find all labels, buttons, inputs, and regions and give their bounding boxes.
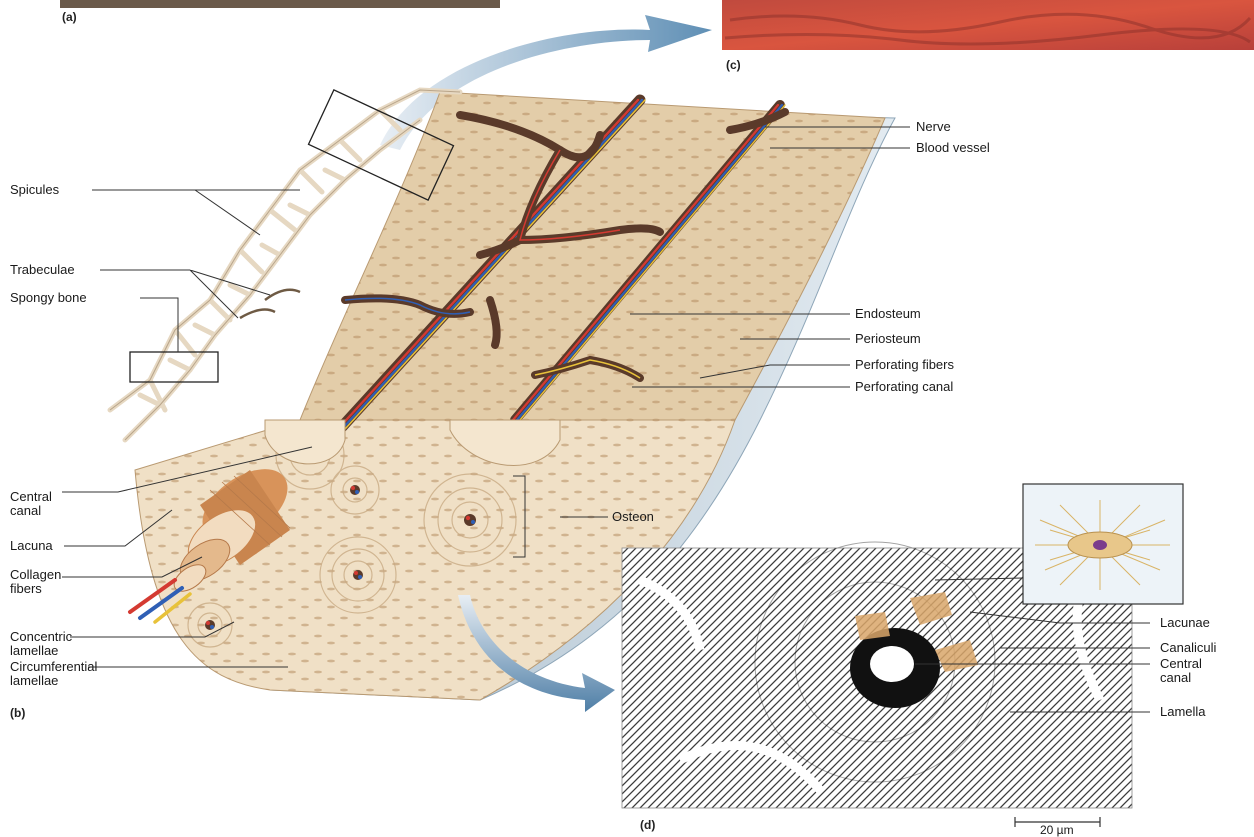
label-concentric-lamellae: Concentric lamellae <box>10 630 72 658</box>
label-circumferential-lamellae: Circumferential lamellae <box>10 660 97 688</box>
label-concentric-lamellae-line1: Concentric <box>10 630 72 644</box>
label-collagen-fibers-line2: fibers <box>10 582 61 596</box>
label-central-canal-left-line2: canal <box>10 504 52 518</box>
panel-label-b: (b) <box>10 706 25 720</box>
scale-bar-label: 20 µm <box>1040 823 1074 837</box>
label-circumferential-lamellae-line1: Circumferential <box>10 660 97 674</box>
label-spicules: Spicules <box>10 183 59 197</box>
label-blood-vessel: Blood vessel <box>916 141 990 155</box>
label-central-canal-left: Central canal <box>10 490 52 518</box>
label-circumferential-lamellae-line2: lamellae <box>10 674 97 688</box>
panel-label-a: (a) <box>62 10 77 24</box>
label-lacunae: Lacunae <box>1160 616 1210 630</box>
photo-a <box>60 0 500 8</box>
label-perforating-canal: Perforating canal <box>855 380 953 394</box>
label-periosteum: Periosteum <box>855 332 921 346</box>
label-spongy-bone: Spongy bone <box>10 291 87 305</box>
label-central-canal-right-line1: Central <box>1160 657 1202 671</box>
label-central-canal-right-line2: canal <box>1160 671 1202 685</box>
label-lacuna: Lacuna <box>10 539 53 553</box>
panel-label-c: (c) <box>726 58 741 72</box>
label-perforating-fibers: Perforating fibers <box>855 358 954 372</box>
label-trabeculae: Trabeculae <box>10 263 75 277</box>
label-nerve: Nerve <box>916 120 951 134</box>
label-canaliculi: Canaliculi <box>1160 641 1216 655</box>
label-central-canal-left-line1: Central <box>10 490 52 504</box>
spongy-inset-box <box>130 352 218 382</box>
label-central-canal-right: Central canal <box>1160 657 1202 685</box>
label-endosteum: Endosteum <box>855 307 921 321</box>
label-collagen-fibers: Collagen fibers <box>10 568 61 596</box>
label-collagen-fibers-line1: Collagen <box>10 568 61 582</box>
label-lamella: Lamella <box>1160 705 1206 719</box>
panel-label-d: (d) <box>640 818 655 832</box>
label-osteon: Osteon <box>612 510 654 524</box>
label-concentric-lamellae-line2: lamellae <box>10 644 72 658</box>
